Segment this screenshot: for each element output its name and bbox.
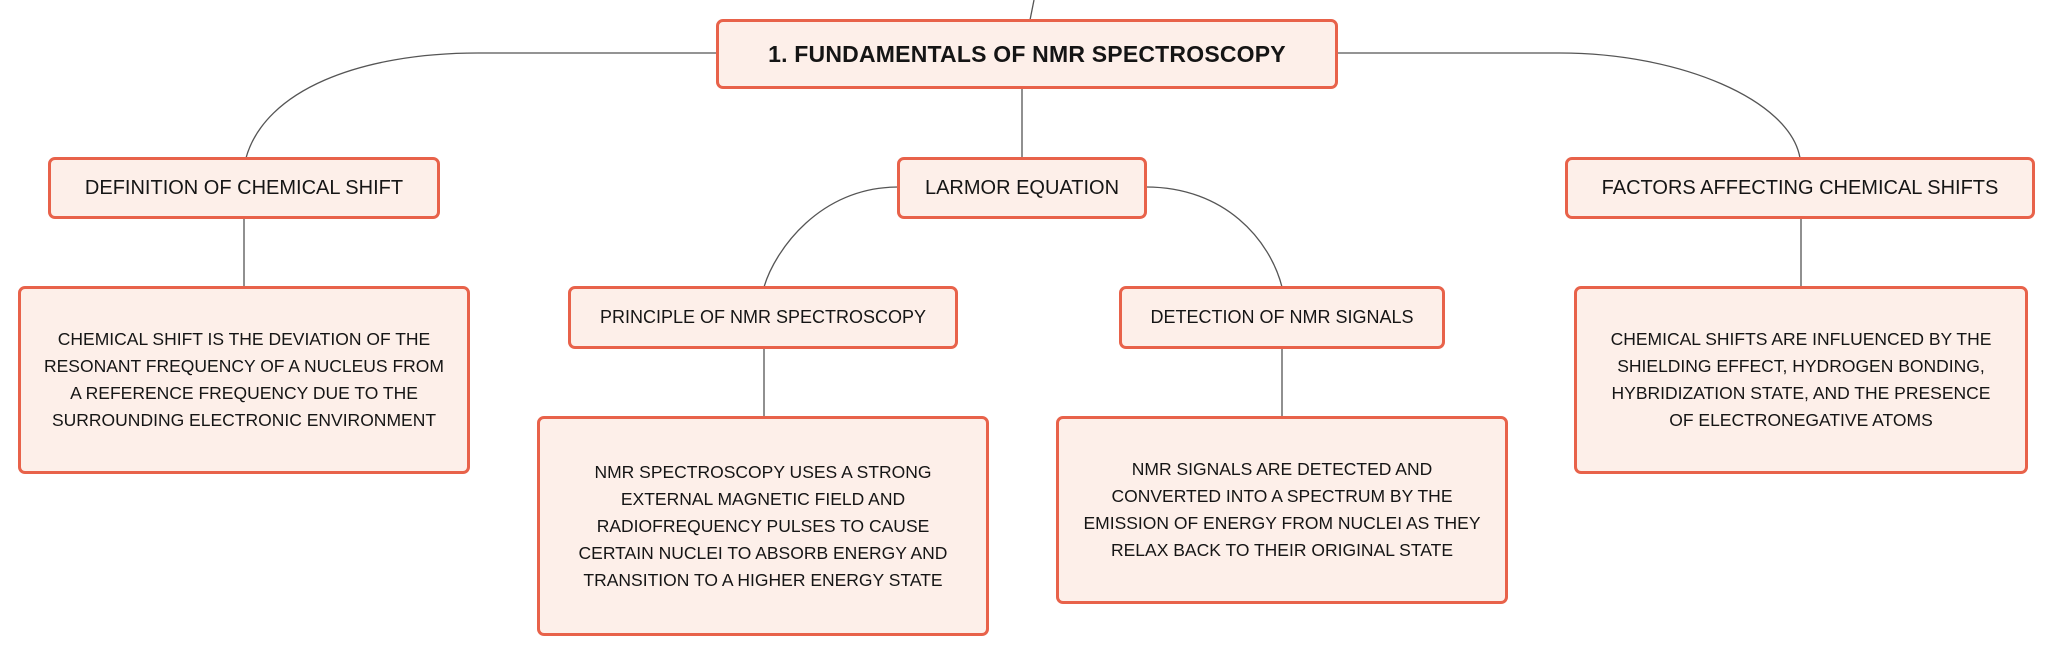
- principle-description-node[interactable]: NMR SPECTROSCOPY USES A STRONG EXTERNAL …: [537, 416, 989, 636]
- principle-description-text: NMR SPECTROSCOPY USES A STRONG EXTERNAL …: [578, 461, 948, 590]
- detection-description-text: NMR SIGNALS ARE DETECTED AND CONVERTED I…: [1083, 459, 1481, 560]
- detection-of-nmr-signals-label: DETECTION OF NMR SIGNALS: [1150, 307, 1414, 327]
- root-topic-label: 1. FUNDAMENTALS OF NMR SPECTROSCOPY: [768, 40, 1286, 67]
- connector-larmor-principle: [763, 186, 899, 288]
- factors-description-node[interactable]: CHEMICAL SHIFTS ARE INFLUENCED BY THE SH…: [1574, 286, 2028, 474]
- principle-of-nmr-node[interactable]: PRINCIPLE OF NMR SPECTROSCOPY: [568, 286, 958, 349]
- factors-description-text: CHEMICAL SHIFTS ARE INFLUENCED BY THE SH…: [1610, 329, 1992, 430]
- detection-of-nmr-signals-node[interactable]: DETECTION OF NMR SIGNALS: [1119, 286, 1445, 349]
- detection-description-node[interactable]: NMR SIGNALS ARE DETECTED AND CONVERTED I…: [1056, 416, 1508, 604]
- definition-of-chemical-shift-label: DEFINITION OF CHEMICAL SHIFT: [84, 176, 404, 199]
- definition-description-text: CHEMICAL SHIFT IS THE DEVIATION OF THE R…: [44, 329, 444, 430]
- larmor-equation-node[interactable]: LARMOR EQUATION: [897, 157, 1147, 219]
- definition-description-node[interactable]: CHEMICAL SHIFT IS THE DEVIATION OF THE R…: [18, 286, 470, 474]
- connector-larmor-detection: [1145, 186, 1283, 288]
- larmor-equation-label: LARMOR EQUATION: [924, 176, 1120, 199]
- principle-of-nmr-label: PRINCIPLE OF NMR SPECTROSCOPY: [599, 307, 927, 327]
- factors-affecting-chemical-shifts-label: FACTORS AFFECTING CHEMICAL SHIFTS: [1601, 176, 1999, 199]
- definition-of-chemical-shift-node[interactable]: DEFINITION OF CHEMICAL SHIFT: [48, 157, 440, 219]
- parent-connector: [1029, 0, 1035, 21]
- factors-affecting-chemical-shifts-node[interactable]: FACTORS AFFECTING CHEMICAL SHIFTS: [1565, 157, 2035, 219]
- connector-root-factors: [1336, 52, 1801, 159]
- connector-root-definition: [245, 52, 718, 159]
- root-topic-node[interactable]: 1. FUNDAMENTALS OF NMR SPECTROSCOPY: [716, 19, 1338, 89]
